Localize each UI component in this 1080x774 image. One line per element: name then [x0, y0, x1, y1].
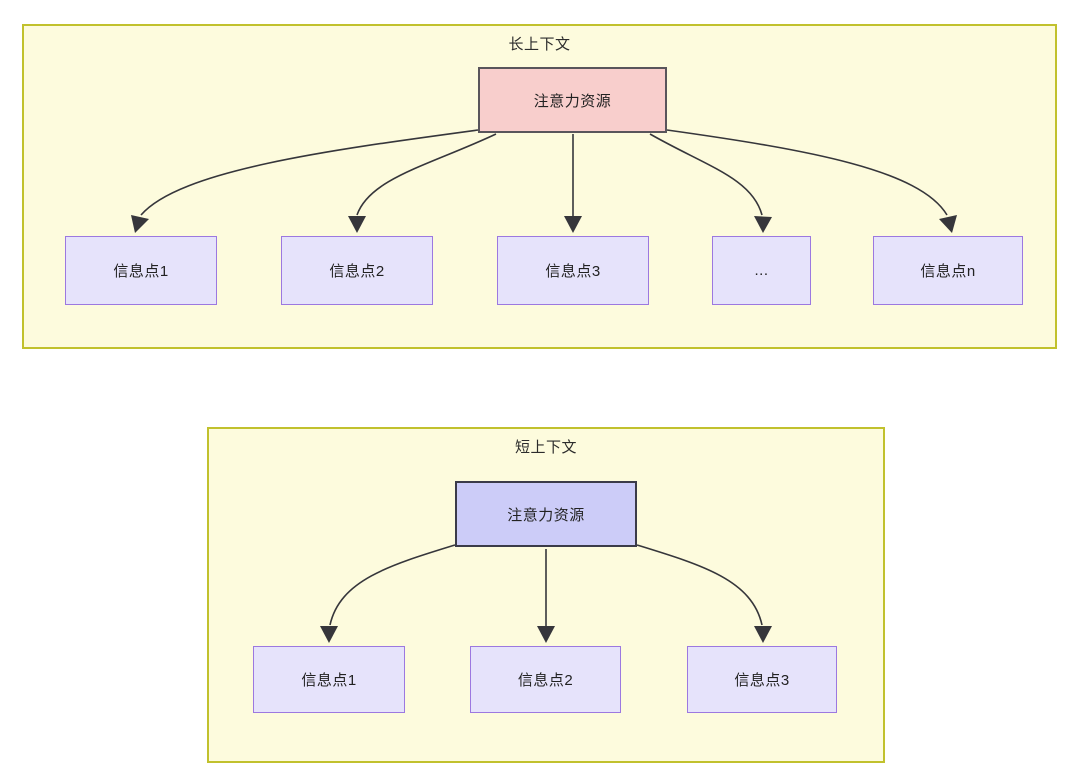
node-label: 注意力资源	[533, 92, 612, 110]
node-label: 信息点3	[545, 263, 601, 280]
node-info-point-2-short[interactable]: 信息点2	[470, 646, 621, 713]
node-info-point-3-short[interactable]: 信息点3	[687, 646, 837, 713]
node-label: 信息点1	[301, 672, 357, 689]
panel-long-context-title: 长上下文	[508, 36, 571, 53]
node-label: 信息点3	[734, 672, 790, 689]
node-label: 信息点2	[329, 263, 385, 280]
panel-short-context-title: 短上下文	[514, 439, 577, 456]
node-attention-resource-short[interactable]: 注意力资源	[455, 481, 637, 547]
node-label: 信息点1	[113, 263, 169, 280]
node-label: ...	[754, 262, 769, 279]
node-info-point-ellipsis-long[interactable]: ...	[712, 236, 811, 305]
node-info-point-n-long[interactable]: 信息点n	[873, 236, 1023, 305]
node-attention-resource-long[interactable]: 注意力资源	[478, 67, 667, 133]
node-info-point-1-long[interactable]: 信息点1	[65, 236, 217, 305]
node-label: 信息点n	[920, 263, 976, 280]
node-info-point-3-long[interactable]: 信息点3	[497, 236, 649, 305]
node-info-point-1-short[interactable]: 信息点1	[253, 646, 405, 713]
node-info-point-2-long[interactable]: 信息点2	[281, 236, 433, 305]
node-label: 信息点2	[517, 672, 574, 689]
node-label: 注意力资源	[507, 506, 585, 524]
